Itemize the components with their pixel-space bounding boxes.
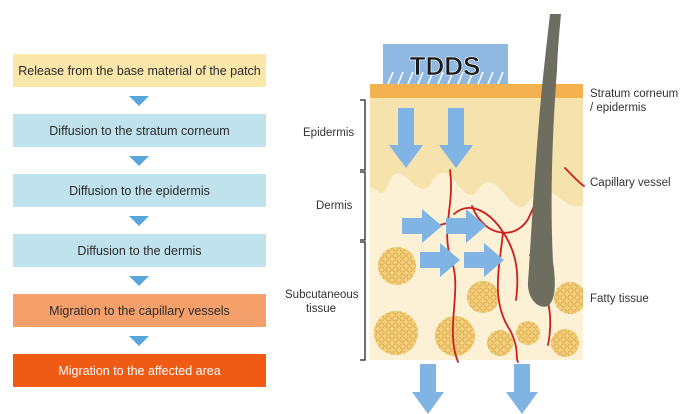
layer-brackets: [360, 100, 365, 360]
label-epidermis: Epidermis: [303, 126, 354, 140]
label-capillary-vessel: Capillary vessel: [590, 176, 671, 190]
label-dermis: Dermis: [316, 199, 352, 213]
tdds-label: TDDS: [410, 51, 481, 81]
label-subcutaneous-tissue: Subcutaneous tissue: [285, 288, 357, 316]
label-stratum-corneum: Stratum corneum / epidermis: [590, 87, 682, 115]
label-fatty-tissue: Fatty tissue: [590, 292, 649, 306]
